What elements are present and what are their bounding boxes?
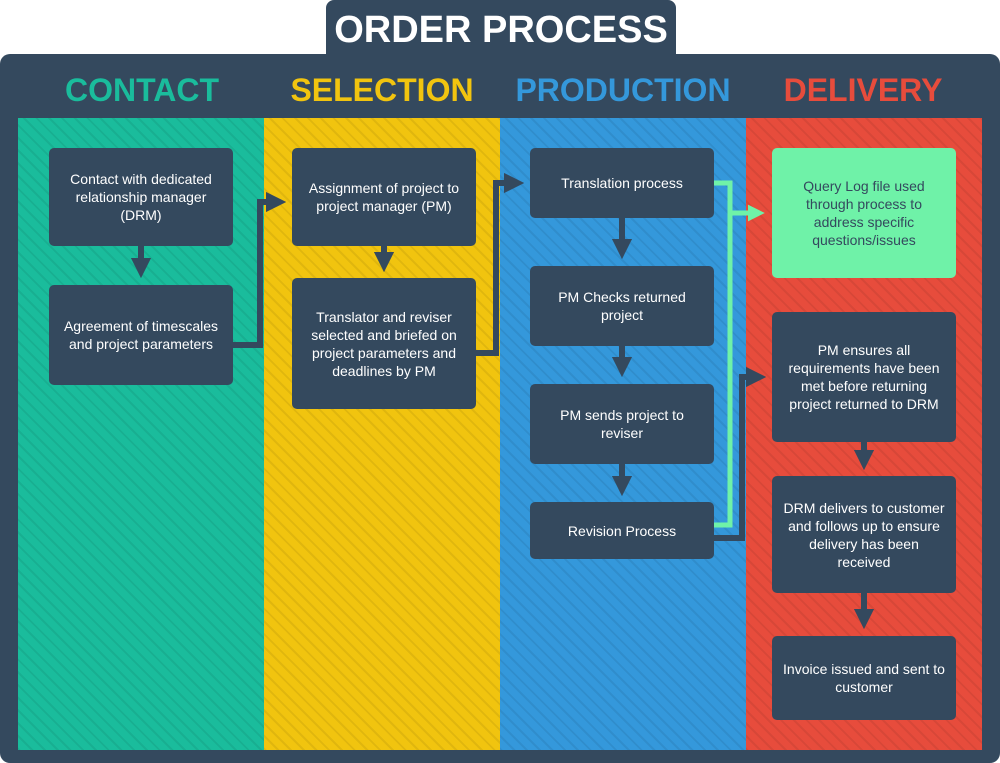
box-pm-sends: PM sends project to reviser: [530, 384, 714, 464]
box-invoice: Invoice issued and sent to customer: [772, 636, 956, 720]
box-pm-ensures: PM ensures all requirements have been me…: [772, 312, 956, 442]
box-query-log: Query Log file used through process to a…: [772, 148, 956, 278]
box-revision: Revision Process: [530, 502, 714, 559]
lane-header-delivery: DELIVERY: [783, 72, 943, 108]
lane-header-selection: SELECTION: [290, 72, 474, 108]
box-contact-drm: Contact with dedicated relationship mana…: [49, 148, 233, 246]
box-assignment: Assignment of project to project manager…: [292, 148, 476, 246]
box-translator-selected: Translator and reviser selected and brie…: [292, 278, 476, 409]
lane-header-production: PRODUCTION: [515, 72, 731, 108]
box-pm-checks: PM Checks returned project: [530, 266, 714, 346]
box-drm-delivers: DRM delivers to customer and follows up …: [772, 476, 956, 593]
diagram-title: ORDER PROCESS: [334, 9, 668, 51]
box-agreement: Agreement of timescales and project para…: [49, 285, 233, 385]
box-translation: Translation process: [530, 148, 714, 218]
lane-header-contact: CONTACT: [64, 72, 220, 108]
title-tab: [326, 0, 676, 62]
